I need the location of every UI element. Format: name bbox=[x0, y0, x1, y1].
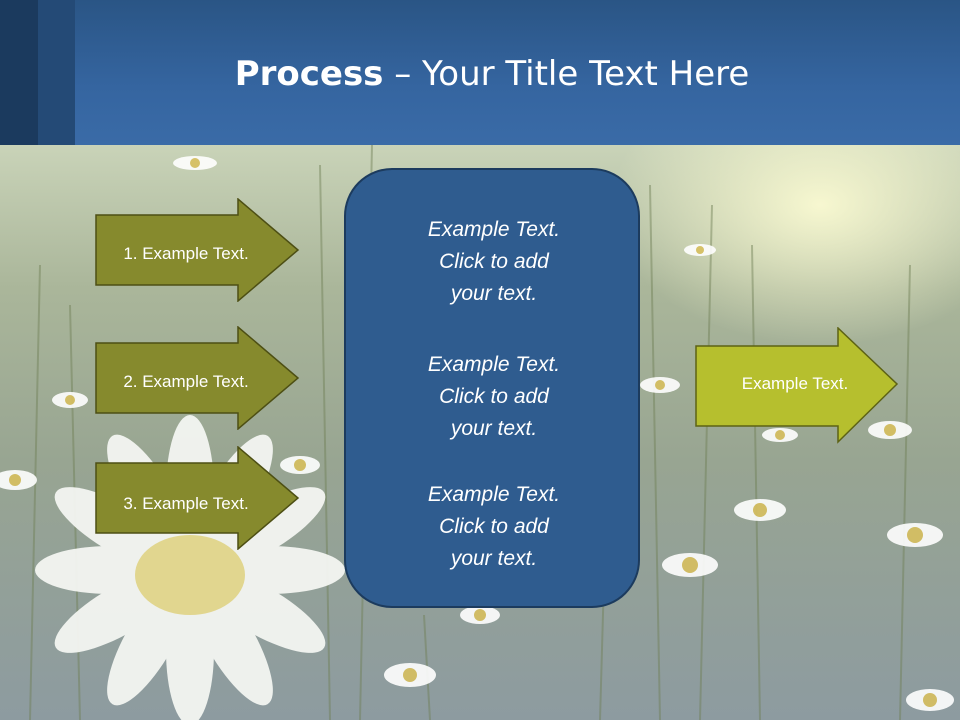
arrow-shape bbox=[95, 446, 300, 550]
title-bar: Process – Your Title Text Here bbox=[0, 0, 960, 145]
step-label: 2. Example Text. bbox=[123, 372, 249, 391]
title-bold: Process bbox=[234, 54, 384, 94]
process-text-2: Example Text. Click to add your text. bbox=[427, 353, 561, 440]
step-label: 1. Example Text. bbox=[123, 244, 249, 263]
output-label: Example Text. bbox=[741, 374, 849, 393]
header-accent-strip bbox=[0, 0, 38, 145]
output-arrow[interactable]: Example Text. bbox=[695, 327, 900, 445]
step-arrow-2[interactable]: 2. Example Text. bbox=[95, 326, 300, 430]
arrow-shape bbox=[95, 326, 300, 430]
title-rest: – Your Title Text Here bbox=[383, 54, 750, 94]
arrow-shape bbox=[95, 198, 300, 302]
slide-title[interactable]: Process – Your Title Text Here bbox=[0, 52, 960, 96]
step-arrow-1[interactable]: 1. Example Text. bbox=[95, 198, 300, 302]
process-text-1: Example Text. Click to add your text. bbox=[427, 218, 561, 305]
process-box[interactable]: Example Text. Click to add your text. Ex… bbox=[344, 168, 640, 608]
arrow-shape bbox=[695, 327, 899, 444]
process-text-3: Example Text. Click to add your text. bbox=[427, 483, 561, 570]
header-accent-strip bbox=[38, 0, 75, 145]
step-arrow-3[interactable]: 3. Example Text. bbox=[95, 446, 300, 550]
step-label: 3. Example Text. bbox=[123, 494, 249, 513]
